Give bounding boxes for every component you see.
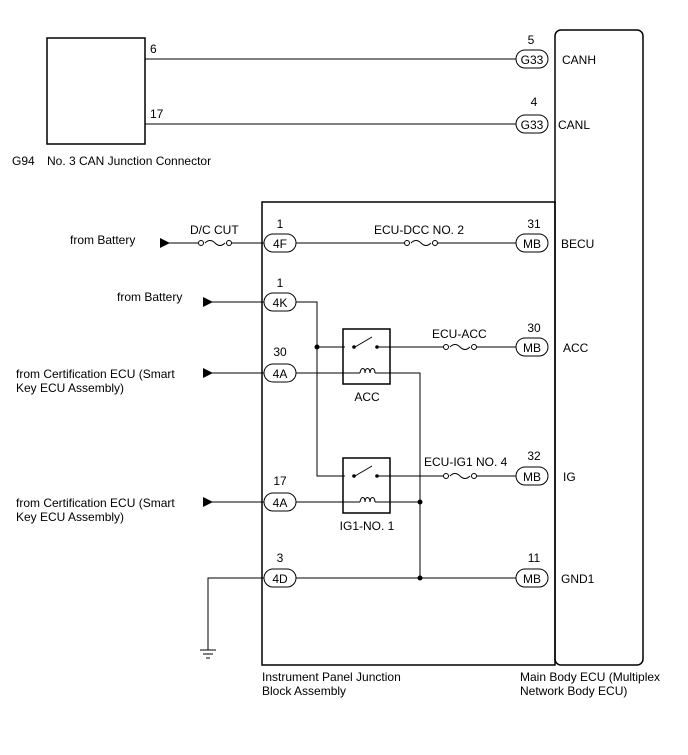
can-connector-name: No. 3 CAN Junction Connector: [47, 154, 211, 168]
ecu-pin-canl-label: CANL: [558, 118, 590, 132]
ecu-pin-gnd1-conn: MB: [523, 572, 541, 586]
relay-contact: [352, 474, 356, 478]
ecu-ig1-fuse-label: ECU-IG1 NO. 4: [424, 455, 508, 469]
fuse-icon: [410, 240, 432, 246]
ecu-pin-canh-num: 5: [528, 33, 535, 47]
pin-4k-conn: 4K: [273, 296, 288, 310]
ecu-pin-gnd1-num: 11: [528, 551, 541, 565]
ecu-pin-acc-num: 30: [527, 321, 541, 335]
junction-block-box: [261, 201, 556, 666]
pin-4d-num: 3: [277, 551, 284, 565]
pin-4a-ig-num: 17: [273, 474, 287, 488]
pin-4a-ig-conn: 4A: [273, 496, 288, 510]
fuse-terminal: [404, 240, 410, 246]
pin-4a-acc-num: 30: [273, 345, 287, 359]
ecu-pin-ig-num: 32: [527, 449, 541, 463]
coil-ground-wire: [375, 372, 421, 578]
fuse-icon: [449, 473, 471, 479]
ecu-acc-fuse-label: ECU-ACC: [432, 327, 487, 341]
can-pin-canh: 6: [150, 42, 157, 56]
connector-g33-canl: [515, 114, 549, 134]
ecu-pin-becu-num: 31: [527, 217, 541, 231]
connector-mb-gnd1: [515, 568, 549, 588]
fuse-terminal: [432, 240, 438, 246]
cert-ecu-2-line1: from Certification ECU (Smart: [16, 496, 175, 510]
ecu-pin-ig-conn: MB: [523, 470, 541, 484]
cert-ecu-2-line2: Key ECU Assembly): [16, 510, 124, 524]
ecu-pin-gnd1-label: GND1: [561, 572, 595, 586]
junction-dot: [417, 499, 423, 505]
acc-relay-box: [342, 328, 391, 385]
acc-relay-label: ACC: [354, 390, 380, 404]
ecu-pin-becu-label: BECU: [561, 237, 594, 251]
can-pin-canl: 17: [150, 107, 164, 121]
ecu-pin-canl-conn: G33: [521, 118, 544, 132]
junction-block-name-line1: Instrument Panel Junction: [262, 670, 401, 684]
ecu-pin-canh-conn: G33: [521, 53, 544, 67]
connector-g33-canh: [515, 49, 549, 69]
pin-4a-acc-conn: 4A: [273, 367, 288, 381]
fuse-terminal: [471, 473, 477, 479]
connector-mb-becu: [515, 233, 549, 253]
ecu-pin-ig-label: IG: [563, 470, 576, 484]
relay-coil-icon: [359, 497, 376, 503]
ecu-dcc-fuse-label: ECU-DCC NO. 2: [374, 223, 464, 237]
connector-mb-acc: [515, 337, 549, 357]
cert-ecu-1-line2: Key ECU Assembly): [16, 381, 124, 395]
relay-coil-icon: [359, 368, 376, 374]
relay-switch-icon: [354, 336, 373, 348]
cert-ecu-1-line1: from Certification ECU (Smart: [16, 367, 175, 381]
can-connector-code: G94: [12, 154, 35, 168]
fuse-icon: [204, 240, 226, 246]
relay-contact: [352, 345, 356, 349]
fuse-terminal: [443, 344, 449, 350]
pin-4d-conn: 4D: [272, 572, 288, 586]
fuse-terminal: [471, 344, 477, 350]
connector-mb-ig: [515, 466, 549, 486]
fuse-terminal: [226, 240, 232, 246]
can-junction-connector-box: [46, 37, 146, 145]
junction-dot: [417, 575, 423, 581]
ecu-pin-acc-label: ACC: [563, 341, 589, 355]
ecu-pin-becu-conn: MB: [523, 237, 541, 251]
ig1-relay-box: [342, 457, 391, 514]
dc-cut-fuse-label: D/C CUT: [190, 223, 239, 237]
from-battery-1: from Battery: [70, 233, 135, 247]
pin-4f-num: 1: [277, 217, 284, 231]
ground-wire: [207, 577, 264, 650]
fuse-terminal: [443, 473, 449, 479]
fuse-terminal: [198, 240, 204, 246]
battery2-internal-wire: [296, 301, 345, 477]
relay-switch-icon: [354, 465, 373, 477]
ecu-pin-acc-conn: MB: [523, 341, 541, 355]
fuse-icon: [449, 344, 471, 350]
junction-block-name-line2: Block Assembly: [262, 684, 346, 698]
ig1-relay-label: IG1-NO. 1: [340, 519, 395, 533]
ecu-pin-canh-label: CANH: [562, 53, 596, 67]
pin-4k-num: 1: [277, 276, 284, 290]
ecu-pin-canl-num: 4: [531, 95, 538, 109]
main-ecu-name-line1: Main Body ECU (Multiplex: [520, 670, 660, 684]
from-battery-2: from Battery: [117, 290, 182, 304]
main-ecu-name-line2: Network Body ECU): [520, 684, 627, 698]
pin-4f-conn: 4F: [273, 237, 287, 251]
